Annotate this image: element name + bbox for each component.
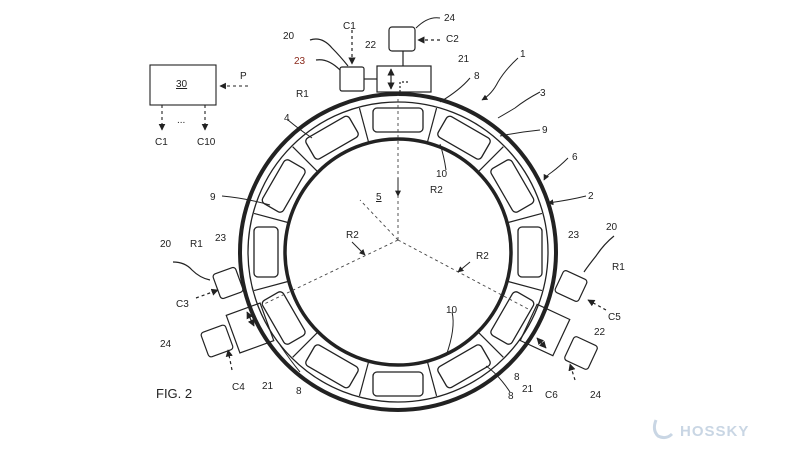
arm-box-left <box>212 266 244 300</box>
rail-label-right: R1 <box>612 262 625 273</box>
rib-segment <box>292 332 318 358</box>
hinge-label-top: 21 <box>458 54 470 65</box>
motor-label-top: 24 <box>444 13 456 24</box>
motor-label-right: 24 <box>590 390 602 401</box>
rail-label-top: R1 <box>296 89 309 100</box>
watermark-text: HOSSKY <box>680 423 749 440</box>
ref-label-10-upper: 10 <box>436 169 448 180</box>
watermark-logo: HOSSKY <box>652 419 749 440</box>
motor-leader-top <box>415 17 441 29</box>
spring-label-right: 22 <box>594 327 606 338</box>
radius-lines <box>261 95 531 311</box>
arm-label-top: 23 <box>294 56 306 67</box>
watermark-icon <box>652 419 674 440</box>
motor-box-right <box>564 336 598 370</box>
outer-ring <box>238 92 558 412</box>
pad-segment <box>305 344 359 389</box>
ref-label-9-left: 9 <box>210 192 216 203</box>
inner-ring <box>283 137 513 367</box>
controller-box <box>149 64 217 106</box>
ref-label-10-lower: 10 <box>446 305 458 316</box>
arm-box-right <box>554 270 588 302</box>
ref-label-3: 3 <box>540 88 546 99</box>
housing-left <box>225 302 275 354</box>
ref-label-8-right: 8 <box>514 372 520 383</box>
rib-segment <box>292 146 318 172</box>
pad-segments <box>253 107 543 397</box>
rib-segment <box>253 280 289 292</box>
control-label-c5-right: C5 <box>608 312 621 323</box>
rib-segment <box>426 107 438 143</box>
rib-segment <box>478 146 504 172</box>
radius-label-top: R2 <box>430 185 443 196</box>
pad-segment <box>372 371 424 397</box>
housing-top <box>376 65 432 93</box>
figure-caption: FIG. 2 <box>156 386 192 401</box>
radius-label-right: R2 <box>476 251 489 262</box>
actuator-unit-right <box>519 235 615 381</box>
controller-input-label: P <box>240 71 247 82</box>
rail-label-left: R1 <box>190 239 203 250</box>
arm-label-left: 23 <box>215 233 227 244</box>
ref-label-6: 6 <box>572 152 578 163</box>
ref-label-2: 2 <box>588 191 594 202</box>
motor-label-left: 24 <box>160 339 172 350</box>
motor-box-top <box>388 26 416 52</box>
ref-label-4: 4 <box>284 113 290 124</box>
pad-segment <box>437 115 491 160</box>
controller-output-ellipsis: ... <box>177 115 185 126</box>
ref-label-9-right: 9 <box>542 125 548 136</box>
ring-assembly <box>238 92 558 412</box>
radius-label-left: R2 <box>346 230 359 241</box>
actuator-unit-top <box>309 26 440 93</box>
rib-segment <box>426 361 438 397</box>
radius-arrows <box>351 178 471 273</box>
center-label: 5 <box>376 192 382 203</box>
pad-segment <box>437 344 491 389</box>
controller-label: 30 <box>176 79 188 90</box>
pad-segment <box>253 226 279 278</box>
control-label-c4-left: C4 <box>232 382 245 393</box>
control-label-c3-left: C3 <box>176 299 189 310</box>
control-label-c1-top: C1 <box>343 21 356 32</box>
hinge-label-right: 21 <box>522 384 534 395</box>
pad-segment <box>261 291 306 345</box>
control-label-c2-top: C2 <box>446 34 459 45</box>
control-label-c6-right: C6 <box>545 390 558 401</box>
ref-label-1: 1 <box>520 49 526 60</box>
rib-segment <box>253 212 289 224</box>
pad-segment <box>490 291 535 345</box>
ref-label-8-left: 8 <box>296 386 302 397</box>
arm-box-top <box>339 66 365 92</box>
reference-leaders <box>221 57 587 393</box>
ref-label-8-bottom: 8 <box>508 391 514 402</box>
rib-segment <box>478 332 504 358</box>
motor-box-left <box>200 324 234 358</box>
controller-unit <box>149 64 248 131</box>
rib-segments <box>253 107 543 397</box>
pad-segment <box>490 159 535 213</box>
group-label-right: 20 <box>606 222 618 233</box>
actuator-unit-left <box>172 261 275 371</box>
group-label-top: 20 <box>283 31 295 42</box>
rib-segment <box>507 280 543 292</box>
pad-segment <box>305 115 359 160</box>
rib-segment <box>358 107 370 143</box>
hinge-label-left: 21 <box>262 381 274 392</box>
controller-output-last: C10 <box>197 137 216 148</box>
ref-label-8-top: 8 <box>474 71 480 82</box>
group-label-left: 20 <box>160 239 172 250</box>
pad-segment <box>261 159 306 213</box>
pad-segment <box>517 226 543 278</box>
arm-label-right: 23 <box>568 230 580 241</box>
rib-segment <box>507 212 543 224</box>
rib-segment <box>358 361 370 397</box>
controller-output-first: C1 <box>155 137 168 148</box>
spring-label-top: 22 <box>365 40 377 51</box>
